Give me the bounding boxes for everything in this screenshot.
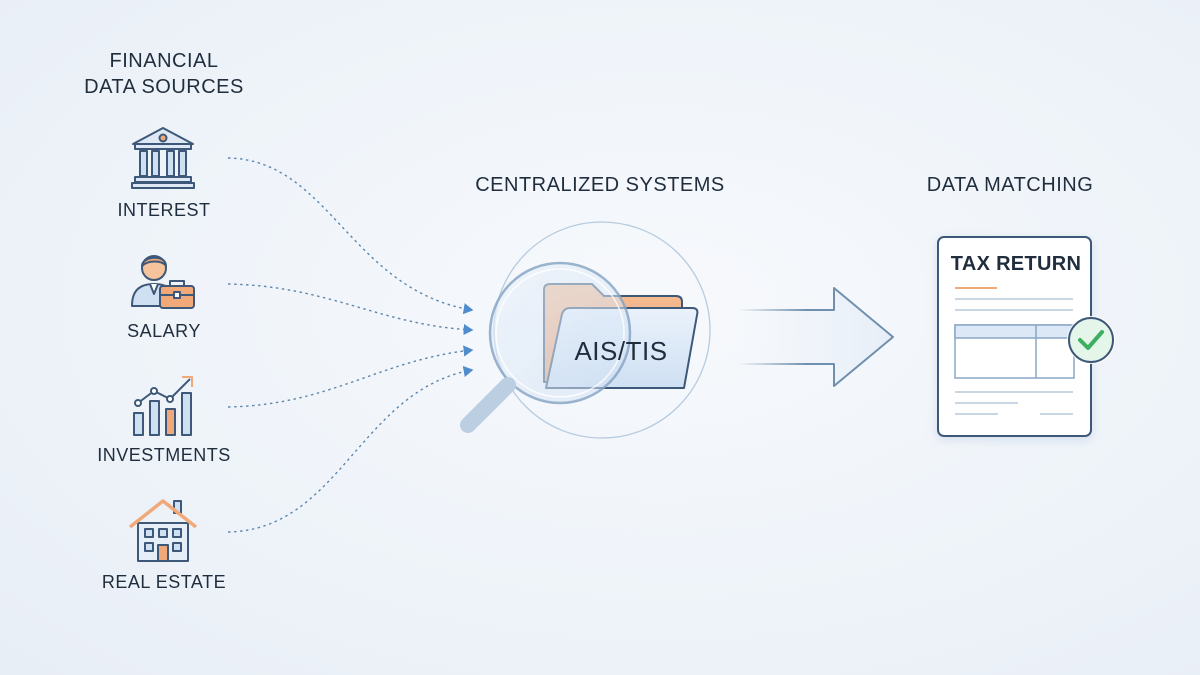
folder-magnifier-icon (460, 221, 711, 439)
center-label: AIS/TIS (574, 336, 668, 366)
connector-interest (227, 157, 474, 315)
document-title: TAX RETURN (950, 253, 1082, 275)
sources-heading-line2: DATA SOURCES (84, 76, 244, 98)
growth-chart-icon (133, 376, 193, 436)
source-label-investments: INVESTMENTS (97, 445, 231, 465)
matching-heading: DATA MATCHING (926, 174, 1094, 196)
sources-heading-line1: FINANCIAL (109, 50, 219, 72)
employee-briefcase-icon (131, 255, 195, 309)
source-connectors (227, 157, 474, 533)
checkmark-icon (1067, 316, 1115, 364)
source-label-salary: SALARY (127, 321, 201, 341)
flow-arrow (738, 287, 894, 387)
bank-icon (131, 127, 195, 189)
source-label-interest: INTEREST (117, 200, 211, 220)
connector-salary (227, 283, 474, 336)
house-icon (128, 499, 198, 562)
connector-investments (227, 345, 474, 408)
connector-realestate (227, 365, 474, 533)
sources-heading: FINANCIAL DATA SOURCES (64, 48, 264, 100)
central-heading: CENTRALIZED SYSTEMS (475, 174, 725, 196)
source-label-real-estate: REAL ESTATE (101, 572, 227, 592)
